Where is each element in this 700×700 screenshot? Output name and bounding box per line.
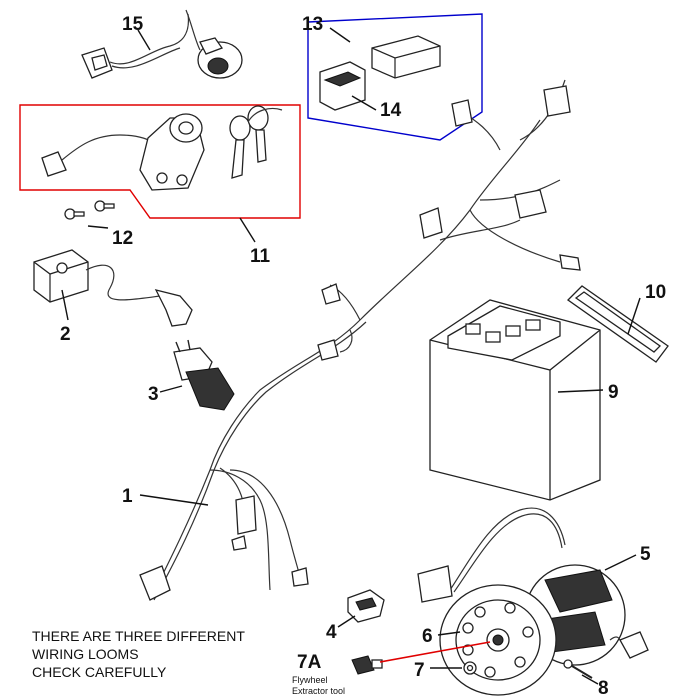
callout-5: 5 xyxy=(640,544,651,565)
callout-4: 4 xyxy=(326,622,337,643)
bolt-part xyxy=(563,659,593,679)
callout-12: 12 xyxy=(112,228,133,249)
relay-and-connector-part xyxy=(319,35,441,111)
ignition-coil-part xyxy=(33,249,193,327)
callout-9: 9 xyxy=(608,382,619,403)
screw-pair-part xyxy=(64,200,115,229)
notice-line3: CHECK CAREFULLY xyxy=(32,664,167,680)
flywheel-nut-part xyxy=(463,661,477,675)
callout-14: 14 xyxy=(380,100,402,121)
callout-1: 1 xyxy=(122,486,133,507)
callout-7a: 7A xyxy=(297,652,322,673)
callout-13: 13 xyxy=(302,14,323,35)
callout-10: 10 xyxy=(645,282,666,303)
ignition-group-frame xyxy=(19,104,301,219)
callout-8: 8 xyxy=(598,678,609,699)
ignition-switch-part xyxy=(41,105,283,191)
battery-part xyxy=(429,299,601,501)
callout-15: 15 xyxy=(122,14,144,35)
stator-and-flywheel-part xyxy=(417,507,649,696)
callout-11: 11 xyxy=(250,246,271,267)
callout-6: 6 xyxy=(422,626,433,647)
tool-caption-line2: Extractor tool xyxy=(292,686,345,696)
small-bracket-part xyxy=(347,589,385,623)
notice-line1: THERE ARE THREE DIFFERENT xyxy=(32,628,245,644)
tool-caption-line1: Flywheel xyxy=(292,675,328,685)
sensor-switch-part xyxy=(173,339,235,411)
flywheel-extractor-tool xyxy=(351,641,491,675)
relay-group-frame xyxy=(307,13,483,141)
battery-strap-part xyxy=(566,285,669,363)
leader-lines xyxy=(61,27,641,685)
callout-7: 7 xyxy=(414,660,425,681)
extractor-pointer-line xyxy=(379,641,491,663)
notice-line2: WIRING LOOMS xyxy=(32,646,139,662)
callout-2: 2 xyxy=(60,324,71,345)
handlebar-switch-part xyxy=(81,9,243,79)
callout-3: 3 xyxy=(148,384,159,405)
wiring-loom-part xyxy=(139,79,581,601)
